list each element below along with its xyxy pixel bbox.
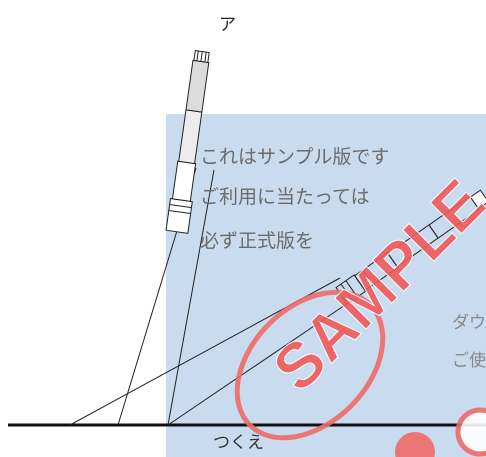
diagonal-tube	[335, 189, 486, 305]
sample-notice-line-2: ご利用に当たっては	[200, 186, 370, 208]
sample-watermark: SAMPLE	[234, 165, 486, 457]
sample-side-text-1: ダウ	[452, 313, 486, 333]
sample-notice-line-1: これはサンプル版です	[200, 146, 390, 168]
watermark-ring	[234, 289, 386, 441]
support-line-short	[167, 302, 349, 426]
watermark-dot-1	[395, 432, 435, 457]
watermark-dot-2	[455, 407, 486, 457]
tilted-tube	[165, 50, 210, 234]
point-label: ア	[219, 15, 236, 35]
support-line-right	[167, 169, 215, 426]
sample-notice-line-3: 必ず正式版を	[200, 230, 315, 252]
desk-label: つくえ	[213, 433, 264, 453]
sample-side-text-2: ご使	[452, 351, 486, 371]
